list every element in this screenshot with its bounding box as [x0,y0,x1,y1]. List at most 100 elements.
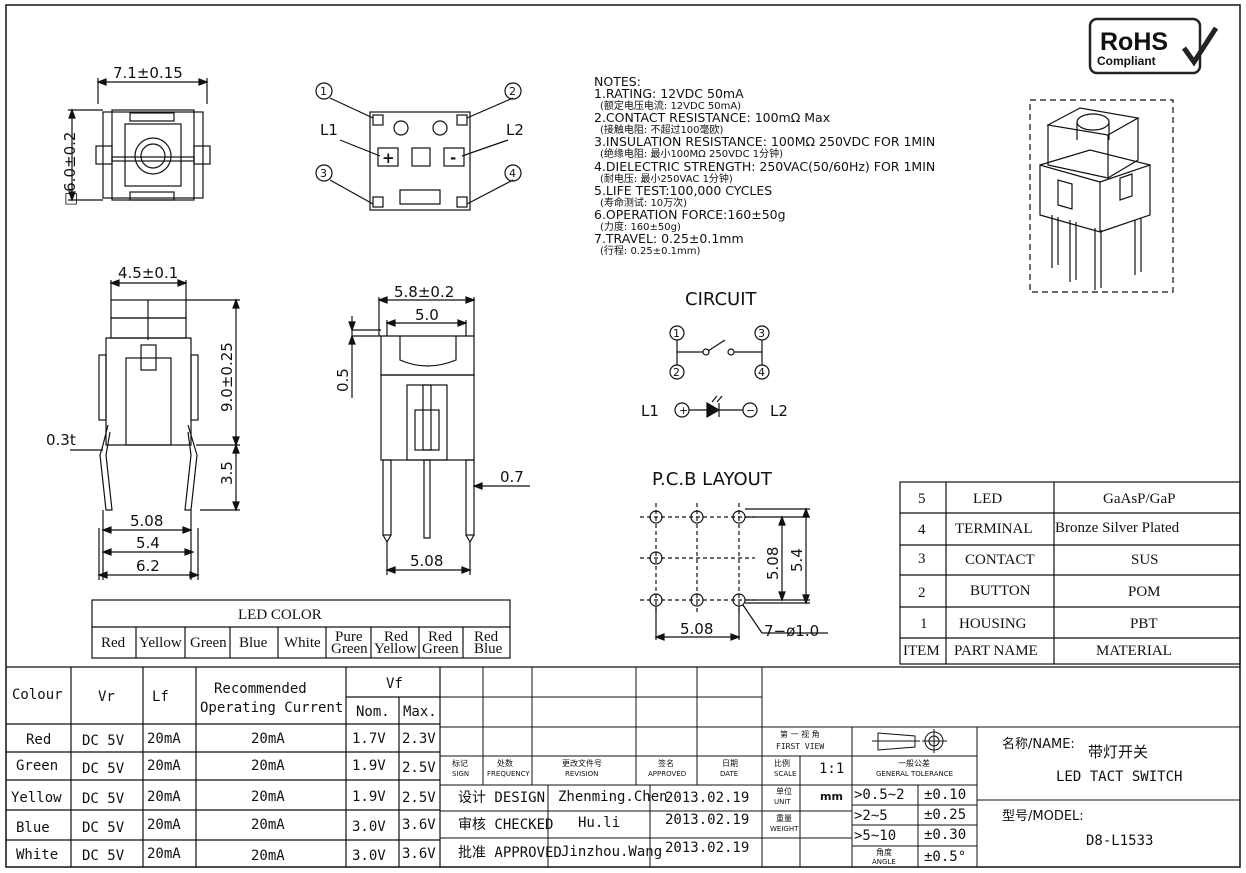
mat-material-4: Bronze Silver Plated [1055,520,1180,536]
tolerance-cn: 一般公差 [898,758,930,768]
spec-r3-vr: DC 5V [82,820,125,836]
dim-side-top: 4.5±0.1 [118,264,178,282]
mat-material-3: SUS [1131,552,1159,568]
scale-value: 1:1 [819,761,844,777]
checkmark-icon [1181,26,1219,67]
note-7: 7.TRAVEL: 0.25±0.1mm [594,231,744,246]
circuit-n3: 3 [758,327,765,340]
led-color-yellow: Yellow [139,635,182,651]
isometric-view [1029,99,1174,293]
notes-block: NOTES: 1.RATING: 12VDC 50mA (额定电压电流: 12V… [594,74,935,257]
circuit-n2: 2 [673,366,680,379]
circuit-n1: 1 [673,327,680,340]
mat-part-4: TERMINAL [955,521,1033,537]
spec-r4-rec: 20mA [251,848,285,864]
spec-r1-max: 2.5V [402,760,436,776]
tol-value-3: ±0.30 [924,827,966,843]
role-checked-name: Hu.li [578,815,620,831]
pin-3-label: 3 [320,167,327,180]
led-color-pure: Pure [335,629,363,645]
led-color-blue: Blue [239,635,268,651]
led-color-red-green-1: Red [428,629,453,645]
rohs-compliant-text: Compliant [1097,54,1156,68]
unit-cn: 单位 [776,786,792,796]
spec-r3-lf: 20mA [147,817,181,833]
note-7-cn: (行程: 0.25±0.1mm) [600,244,700,257]
pcb-dim-h: 5.08 [680,620,713,638]
notes-title: NOTES: [594,74,641,89]
led-color-red: Red [101,635,126,651]
role-approved-name: Jinzhou.Wang [561,844,662,860]
scale-cn: 比例 [774,758,790,768]
view-projection: 第 一 视 角 FIRST VIEW [776,729,947,753]
note-6: 6.OPERATION FORCE:160±50g [594,207,786,222]
circuit-title: CIRCUIT [685,289,758,310]
dim-side-height: 9.0±0.25 [218,342,236,412]
circuit-minus: − [746,404,755,417]
spec-h-vr: Vr [98,689,115,705]
role-approved-date: 2013.02.19 [665,840,749,856]
note-2-cn: (接触电阻: 不超过100毫欧) [600,123,724,136]
spec-h-max: Max. [403,704,437,720]
title-block-grid [440,667,1240,867]
dim-side-thick: 0.3t [46,431,76,449]
material-rows: 5 LED GaAsP/GaP 4 TERMINAL Bronze Silver… [903,491,1180,659]
tol-value-1: ±0.10 [924,787,966,803]
spec-r4-colour: White [16,847,58,863]
mat-part-3: CONTACT [965,552,1035,568]
mat-part-5: LED [973,491,1002,507]
spec-r0-nom: 1.7V [352,731,386,747]
spec-h-lf: Lf [152,689,169,705]
name-cn: 带灯开关 [1088,743,1148,761]
revision-header: 标记 SIGN 处数 FREQUENCY 更改文件号 REVISION 签名 A… [452,758,738,778]
model-label: 型号/MODEL: [1002,809,1084,824]
spec-h-colour: Colour [12,687,63,703]
led-color-red-blue-2: Blue [474,641,503,657]
pin-l2-label: L2 [506,121,524,139]
note-1: 1.RATING: 12VDC 50mA [594,86,744,101]
circuit-l2: L2 [770,402,788,420]
mat-item-5: 5 [918,491,926,507]
mat-item-1: 1 [920,616,928,632]
spec-r4-nom: 3.0V [352,848,386,864]
rev-revision-cn: 更改文件号 [562,758,602,768]
circuit-l1: L1 [641,402,659,420]
mat-header-part: PART NAME [954,643,1038,659]
side-view [70,279,240,580]
sheet-border [5,4,1241,868]
spec-h-nom: Nom. [356,704,390,720]
angle-en: ANGLE [872,858,896,866]
pcb-holes: 7−ø1.0 [764,622,819,640]
rev-revision-en: REVISION [565,770,598,778]
rev-approved-en: APPROVED [648,770,686,778]
dim-side-b1: 5.08 [130,512,163,530]
mat-material-1: PBT [1130,616,1158,632]
scale-tolerance: 比例 SCALE 1:1 一般公差 GENERAL TOLERANCE 单位 U… [770,758,966,866]
led-color-title: LED COLOR [238,607,322,623]
spec-r0-rec: 20mA [251,731,285,747]
mat-item-2: 2 [918,585,926,601]
tol-value-angle: ±0.5° [924,849,966,865]
name-en: LED TACT SWITCH [1056,769,1182,785]
dim-top-width: 7.1±0.15 [113,64,183,82]
pcb-layout [640,503,828,641]
name-label: 名称/NAME: [1002,736,1075,752]
spec-table [6,666,1240,867]
led-color-white: White [284,635,321,651]
note-3: 3.INSULATION RESISTANCE: 100MΩ 250VDC FO… [594,134,935,149]
note-3-cn: (绝缘电阻: 最小100MΩ 250VDC 1分钟) [600,147,783,160]
role-checked-date: 2013.02.19 [665,812,749,828]
pin-2-label: 2 [509,85,516,98]
spec-r1-nom: 1.9V [352,758,386,774]
rev-approved-cn: 签名 [658,758,674,768]
spec-h-rec2: Operating Current [200,700,343,716]
pin-4-label: 4 [509,167,516,180]
tol-range-1: >0.5~2 [854,787,905,803]
pin-1-label: 1 [320,85,327,98]
rev-freq-cn: 处数 [497,758,513,768]
led-color-table [91,599,511,659]
role-approved: 批准 APPROVED [458,845,562,861]
spec-r0-max: 2.3V [402,731,436,747]
view-en: FIRST VIEW [776,742,824,751]
projection-symbol-icon [872,729,947,753]
